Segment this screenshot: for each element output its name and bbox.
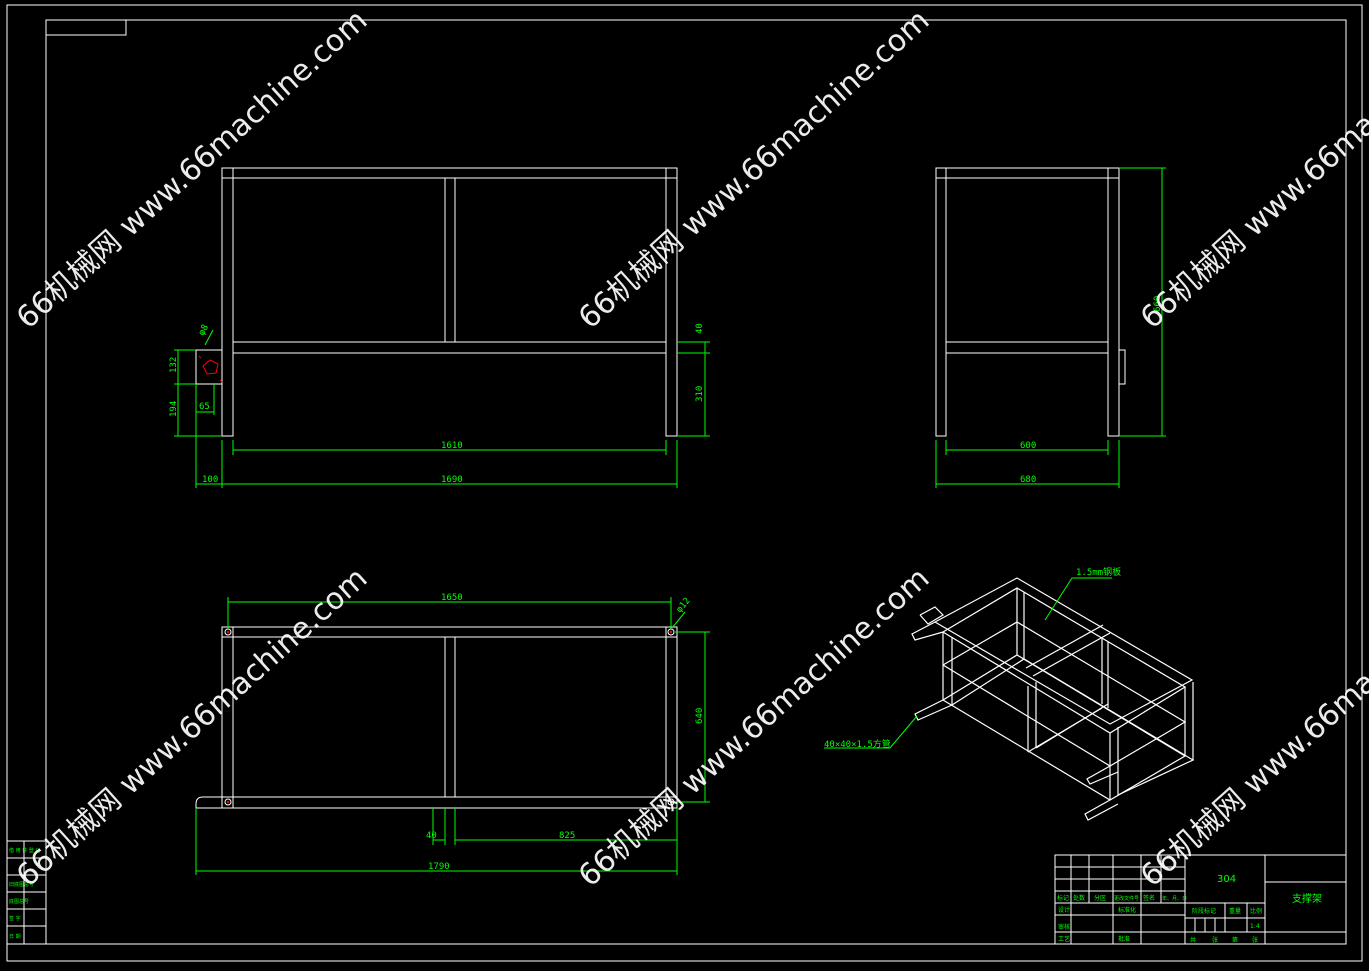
left-strip-1: 旧底图总号 bbox=[9, 881, 34, 888]
iso-view bbox=[911, 577, 1195, 821]
front-dim-phi: φ8 bbox=[197, 323, 211, 337]
outer-border bbox=[6, 4, 1363, 962]
iso-plate-label: 1.5mm钢板 bbox=[1076, 566, 1121, 578]
tb-date: 年、月、日 bbox=[1162, 895, 1187, 902]
front-view-dimensions bbox=[174, 329, 710, 488]
tb-scale: 比例 bbox=[1250, 907, 1262, 915]
tb-standardize: 标准化 bbox=[1118, 906, 1136, 914]
title-block bbox=[1054, 854, 1347, 945]
left-strip bbox=[6, 840, 47, 945]
side-view-dimensions bbox=[935, 167, 1166, 488]
part-name: 支撑架 bbox=[1292, 892, 1322, 905]
left-strip-3: 签 字 bbox=[9, 915, 21, 922]
iso-tube-label: 40×40×1.5方管 bbox=[824, 738, 891, 750]
front-view bbox=[195, 167, 678, 437]
side-dim-680: 680 bbox=[1020, 475, 1036, 485]
side-view bbox=[935, 167, 1126, 437]
left-strip-4: 日 期 bbox=[9, 934, 21, 940]
front-dim-40: 40 bbox=[695, 323, 705, 334]
tb-scale-value: 1:4 bbox=[1250, 923, 1260, 930]
top-dim-40: 40 bbox=[426, 831, 437, 841]
tb-sheet-total: 共 bbox=[1190, 936, 1196, 944]
top-dim-825: 825 bbox=[559, 831, 575, 841]
tb-zone: 分区 bbox=[1094, 894, 1106, 902]
front-dim-132: 132 bbox=[169, 357, 179, 373]
iso-view-leaders bbox=[824, 577, 1112, 749]
front-dim-194: 194 bbox=[169, 401, 179, 417]
front-dim-310: 310 bbox=[695, 386, 705, 402]
tb-review: 审核 bbox=[1058, 923, 1070, 931]
tb-sign: 签名 bbox=[1143, 894, 1155, 902]
top-dim-1650: 1650 bbox=[441, 593, 463, 603]
top-view-markers bbox=[226, 630, 673, 804]
watermark: 66机械网 www.66machine.com bbox=[10, 561, 374, 894]
front-dim-65: 65 bbox=[199, 402, 210, 412]
left-strip-0: 借 用 件 登 记 bbox=[9, 847, 40, 854]
watermark: 66机械网 www.66machine.com bbox=[572, 561, 936, 894]
material-label: 304 bbox=[1217, 874, 1236, 885]
front-dim-1610: 1610 bbox=[441, 441, 463, 451]
tb-change: 更改文件号 bbox=[1114, 895, 1139, 902]
top-dim-1790: 1790 bbox=[428, 862, 450, 872]
left-strip-2: 底图总号 bbox=[9, 898, 29, 905]
watermark: 66机械网 www.66machine.com bbox=[10, 3, 374, 336]
front-dim-100: 100 bbox=[202, 475, 218, 485]
tb-approve: 批准 bbox=[1118, 935, 1130, 943]
top-dim-640: 640 bbox=[695, 708, 705, 724]
front-dim-1690: 1690 bbox=[441, 475, 463, 485]
inner-border bbox=[45, 19, 1347, 945]
tb-sheet-label2: 张 bbox=[1252, 936, 1258, 944]
tb-weight: 重量 bbox=[1229, 907, 1241, 915]
side-dim-height: 660 bbox=[1153, 296, 1163, 312]
tb-sheet-label: 张 bbox=[1212, 936, 1218, 944]
code-box bbox=[45, 19, 127, 36]
tb-design: 设计 bbox=[1058, 906, 1070, 914]
tb-mark: 标记 bbox=[1057, 894, 1069, 902]
watermark: 66机械网 www.66machine.com bbox=[572, 3, 936, 336]
tb-sheet-no: 第 bbox=[1232, 936, 1238, 944]
top-view-dimensions bbox=[195, 597, 710, 875]
watermark: 66机械网 www.66machine.com bbox=[1134, 3, 1369, 336]
tb-stage: 阶段标记 bbox=[1192, 907, 1216, 915]
side-dim-600: 600 bbox=[1020, 441, 1036, 451]
watermark: 66机械网 www.66machine.com bbox=[1134, 561, 1369, 894]
tb-count: 处数 bbox=[1073, 894, 1085, 902]
top-dim-phi: φ12 bbox=[675, 596, 693, 615]
bracket-hole-marker bbox=[198, 355, 223, 383]
tb-process: 工艺 bbox=[1058, 935, 1070, 943]
